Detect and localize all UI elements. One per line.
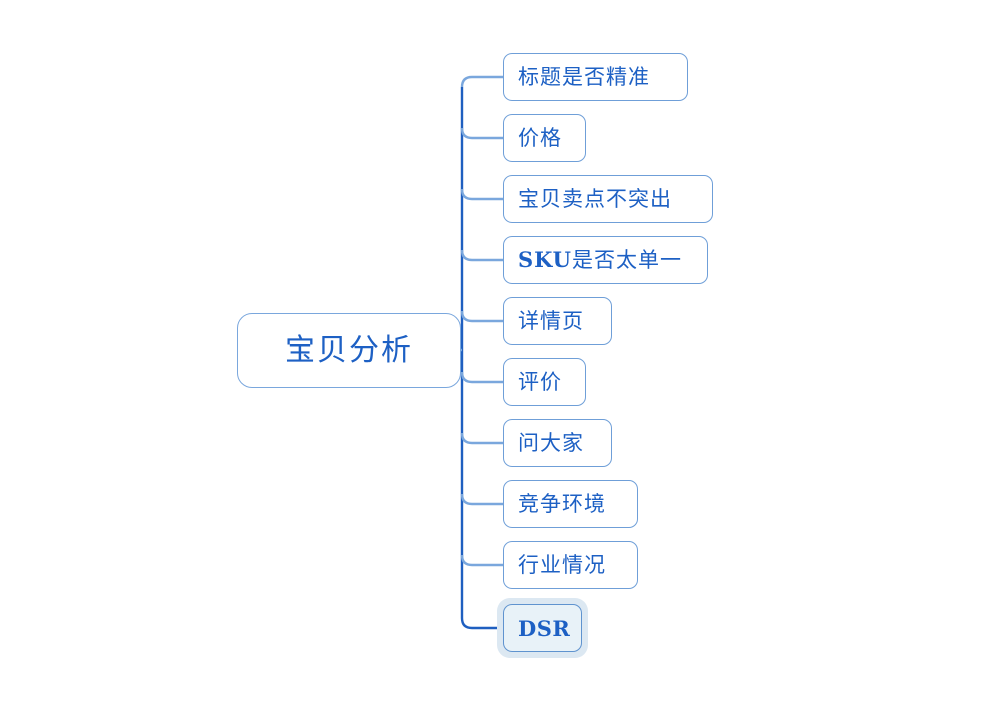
child-node-label: 标题是否精准 [518,64,650,89]
root-node-baobei-fenxi[interactable]: 宝贝分析 [237,313,461,388]
child-node-label: 详情页 [518,308,584,333]
child-node-label: SKU是否太单一 [518,247,682,272]
child-node-7[interactable]: 竞争环境 [503,480,638,528]
child-node-label: 竞争环境 [518,491,606,516]
child-node-9[interactable]: DSR [503,604,582,652]
child-node-label: 行业情况 [518,552,606,577]
child-node-8[interactable]: 行业情况 [503,541,638,589]
connector [460,432,503,445]
child-node-label: 价格 [518,125,562,150]
child-node-label: 问大家 [518,430,584,455]
child-node-0[interactable]: 标题是否精准 [503,53,688,101]
connector [460,75,503,88]
child-node-5[interactable]: 评价 [503,358,586,406]
child-node-3[interactable]: SKU是否太单一 [503,236,708,284]
child-node-label: 评价 [518,369,562,394]
child-node-6[interactable]: 问大家 [503,419,612,467]
connector [460,371,503,384]
child-node-label: DSR [518,615,571,641]
child-node-4[interactable]: 详情页 [503,297,612,345]
connector [460,127,503,140]
child-node-1[interactable]: 价格 [503,114,586,162]
connector [460,554,503,567]
connector [460,310,503,323]
child-node-2[interactable]: 宝贝卖点不突出 [503,175,713,223]
connector [460,249,503,262]
root-node-label: 宝贝分析 [285,332,413,368]
connector [460,188,503,201]
child-node-label-cjk: 是否太单一 [571,248,682,272]
child-node-label: 宝贝卖点不突出 [518,186,672,211]
connector [460,493,503,506]
